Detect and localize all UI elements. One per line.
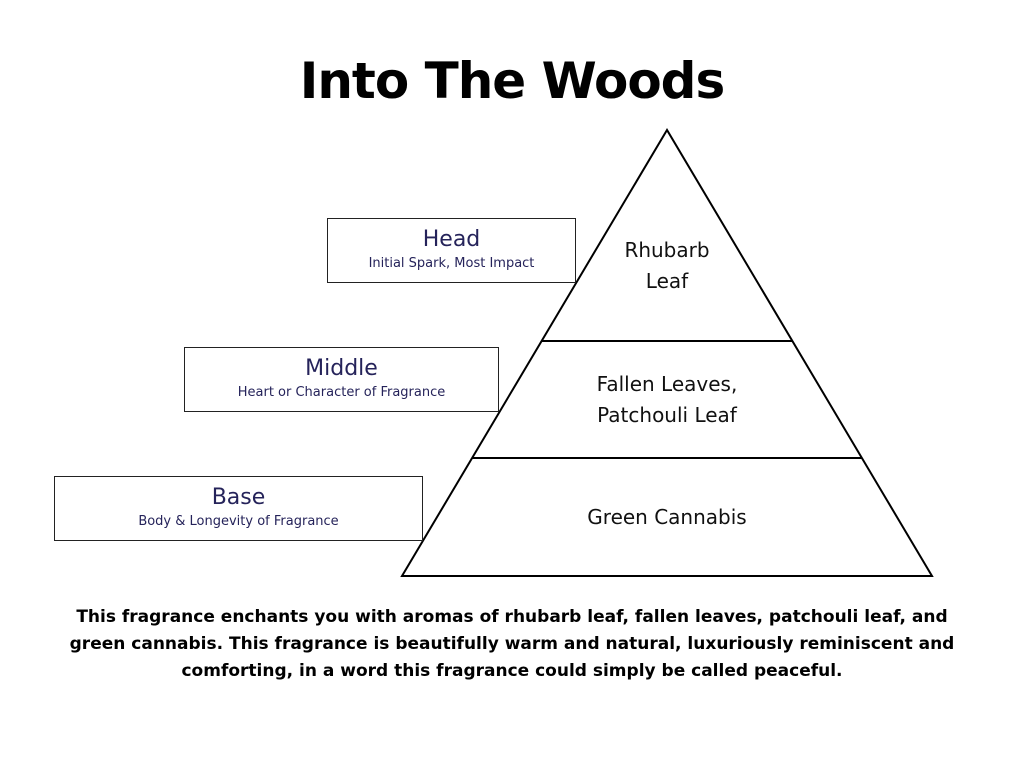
pyramid-outline [400, 128, 934, 577]
note-name-head: Head [422, 227, 481, 252]
note-name-base: Base [211, 485, 266, 510]
note-description-base: Body & Longevity of Fragrance [138, 514, 339, 529]
head-ingredient-line-2: Leaf [645, 269, 689, 293]
pyramid-tier-middle: Fallen Leaves, Patchouli Leaf [547, 369, 787, 431]
middle-ingredient-line-1: Fallen Leaves, [596, 372, 738, 396]
base-ingredient-line-1: Green Cannabis [587, 505, 747, 529]
fragrance-description: This fragrance enchants you with aromas … [69, 607, 955, 681]
note-box-middle: Middle Heart or Character of Fragrance [184, 347, 499, 412]
note-box-head: Head Initial Spark, Most Impact [327, 218, 576, 283]
pyramid-tier-base: Green Cannabis [537, 502, 797, 533]
note-description-head: Initial Spark, Most Impact [368, 256, 535, 271]
pyramid-tier-head: Rhubarb Leaf [567, 235, 767, 297]
head-ingredient-line-1: Rhubarb [624, 238, 710, 262]
note-box-base: Base Body & Longevity of Fragrance [54, 476, 423, 541]
note-name-middle: Middle [305, 356, 378, 381]
note-description-middle: Heart or Character of Fragrance [237, 385, 446, 400]
page-title: Into The Woods [299, 52, 726, 110]
middle-ingredient-line-2: Patchouli Leaf [597, 403, 737, 427]
